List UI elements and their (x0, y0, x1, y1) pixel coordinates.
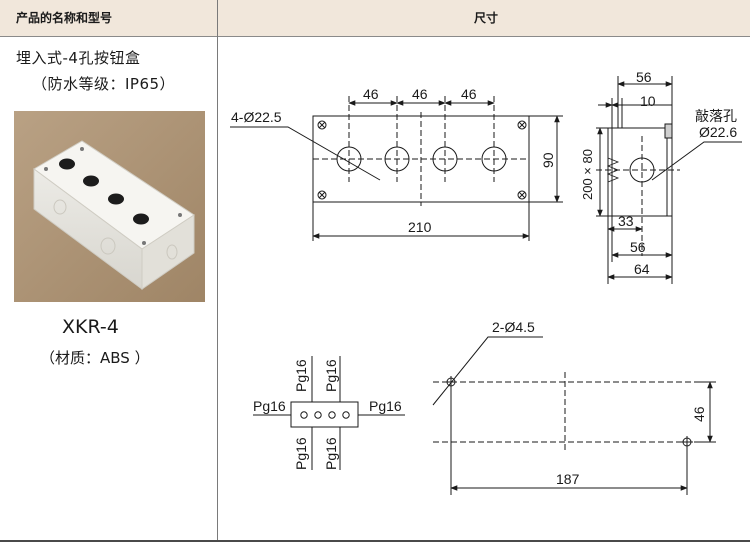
front-hole-callout: 4-Ø22.5 (231, 109, 282, 125)
side-dim-33: 33 (618, 213, 634, 229)
size-column-header: 尺寸 (474, 11, 499, 25)
product-column-header: 产品的名称和型号 (16, 11, 113, 25)
knockout-label: 敲落孔 (695, 108, 737, 124)
conduit-bottom-1: Pg16 (293, 437, 309, 470)
knockout-diameter: Ø22.6 (699, 124, 737, 140)
front-spacing-3: 46 (461, 86, 477, 102)
side-dim-64: 64 (634, 261, 650, 277)
front-width: 210 (408, 219, 432, 235)
front-view (230, 96, 563, 241)
conduit-view (253, 356, 405, 470)
mounting-width: 187 (556, 471, 580, 487)
side-dim-200x80: 200 × 80 (580, 149, 595, 200)
table-bottom-rule (0, 540, 750, 542)
side-dim-56-bottom: 56 (630, 239, 646, 255)
mounting-view (432, 336, 716, 495)
front-height: 90 (540, 152, 556, 168)
conduit-top-2: Pg16 (323, 359, 339, 392)
side-dim-56-top: 56 (636, 69, 652, 85)
mounting-hole-callout: 2-Ø4.5 (492, 319, 535, 335)
conduit-left: Pg16 (253, 398, 286, 414)
front-spacing-1: 46 (363, 86, 379, 102)
protection-rating: （防水等级：IP65） (32, 75, 176, 93)
material-note: （材质：ABS ） (40, 349, 150, 367)
mounting-height: 46 (691, 406, 707, 422)
conduit-top-1: Pg16 (293, 359, 309, 392)
product-photo (14, 111, 205, 302)
side-dim-10: 10 (640, 93, 656, 109)
side-view (596, 76, 742, 284)
model-number: XKR-4 (62, 316, 119, 338)
column-divider (217, 0, 218, 541)
dimension-drawings: 4-Ø22.5 46 46 46 210 90 56 10 敲落孔 Ø22.6 … (230, 69, 742, 495)
front-spacing-2: 46 (412, 86, 428, 102)
table-header: 产品的名称和型号 尺寸 (0, 0, 750, 37)
conduit-right: Pg16 (369, 398, 402, 414)
conduit-bottom-2: Pg16 (323, 437, 339, 470)
product-name: 埋入式-4孔按钮盒 (16, 49, 141, 67)
